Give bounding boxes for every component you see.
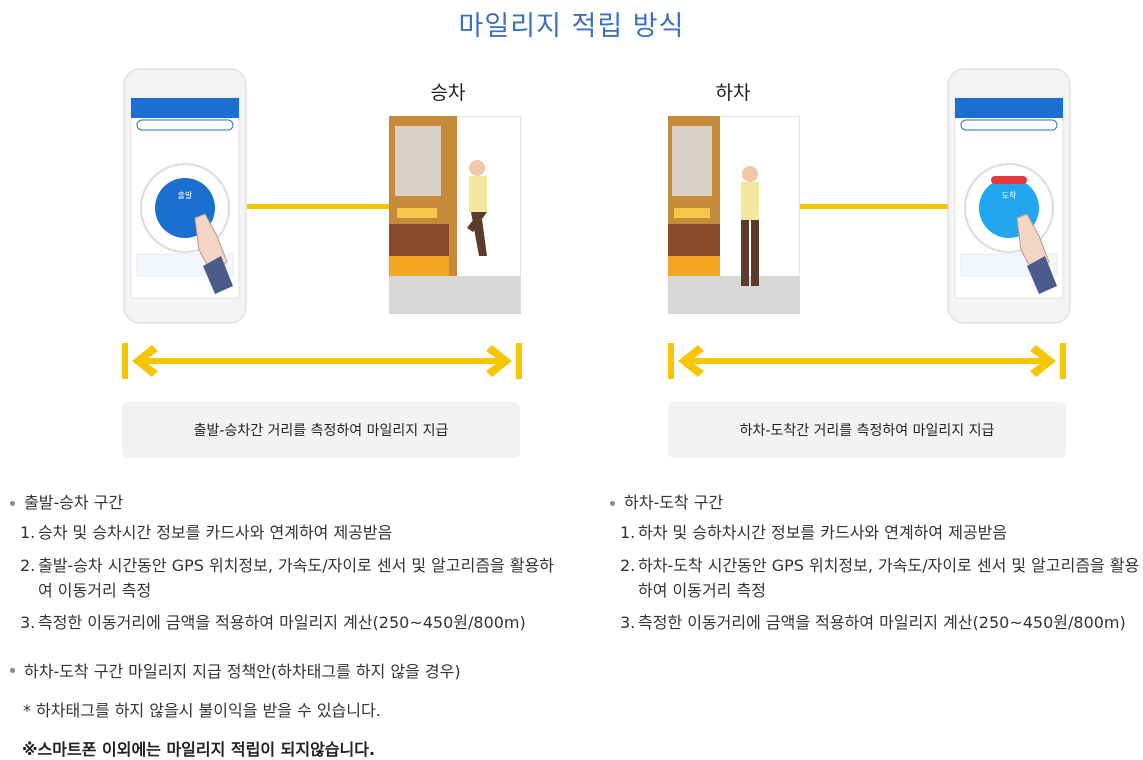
bullet-dot bbox=[10, 500, 15, 506]
list-item: 2. 하차-도착 시간동안 GPS 위치정보, 가속도/자이로 센서 및 알고리… bbox=[620, 555, 1140, 600]
caption-arrival: 하차-도착간 거리를 측정하여 마일리지 지급 bbox=[668, 402, 1066, 458]
list-item: 1. 승차 및 승차시간 정보를 카드사와 연계하여 제공받음 bbox=[20, 523, 393, 542]
list-item: 3. 측정한 이동거리에 금액을 적용하여 마일리지 계산(250~450원/8… bbox=[20, 613, 526, 633]
section-departure-heading: 출발-승차 구간 bbox=[10, 495, 570, 511]
section-arrival-heading: 하차-도착 구간 bbox=[610, 495, 1140, 511]
page-title: 마일리지 적립 방식 bbox=[458, 11, 685, 42]
arrival-distance-arrow bbox=[668, 341, 1070, 381]
section-arrival: 하차-도착 구간 1. 하차 및 승하차시간 정보를 카드사와 연계하여 제공받… bbox=[610, 495, 1140, 648]
departure-connector bbox=[247, 204, 390, 209]
list-item: 2. 출발-승차 시간동안 GPS 위치정보, 가속도/자이로 센서 및 알고리… bbox=[20, 555, 555, 600]
phone-departure-button-label: 출발 bbox=[177, 191, 193, 200]
alighting-label: 하차 bbox=[715, 82, 751, 104]
policy-heading: 하차-도착 구간 마일리지 지급 정책안(하차태그를 하지 않을 경우) bbox=[10, 658, 461, 682]
phone-arrival-button-label: 도착 bbox=[1001, 191, 1017, 200]
alighting-scene bbox=[668, 116, 800, 314]
phone-arrival bbox=[947, 68, 1071, 324]
caption-departure: 출발-승차간 거리를 측정하여 마일리지 지급 bbox=[122, 402, 520, 458]
boarding-label: 승차 bbox=[430, 82, 466, 104]
policy-note: * 하차태그를 하지 않을시 불이익을 받을 수 있습니다. bbox=[23, 701, 381, 720]
list-item: 3. 측정한 이동거리에 금액을 적용하여 마일리지 계산(250~450원/8… bbox=[620, 613, 1126, 633]
bullet-dot bbox=[10, 667, 15, 673]
section-departure: 출발-승차 구간 1. 승차 및 승차시간 정보를 카드사와 연계하여 제공받음… bbox=[10, 495, 570, 648]
bullet-dot bbox=[610, 500, 615, 506]
policy-warning: ※스마트폰 이외에는 마일리지 적립이 되지않습니다. bbox=[22, 740, 376, 759]
arrival-connector bbox=[800, 204, 948, 209]
phone-departure bbox=[123, 68, 247, 324]
list-item: 1. 하차 및 승하차시간 정보를 카드사와 연계하여 제공받음 bbox=[620, 523, 1008, 542]
boarding-scene bbox=[389, 116, 521, 314]
policy-section: 하차-도착 구간 마일리지 지급 정책안(하차태그를 하지 않을 경우) * 하… bbox=[10, 658, 461, 760]
departure-distance-arrow bbox=[122, 341, 524, 381]
